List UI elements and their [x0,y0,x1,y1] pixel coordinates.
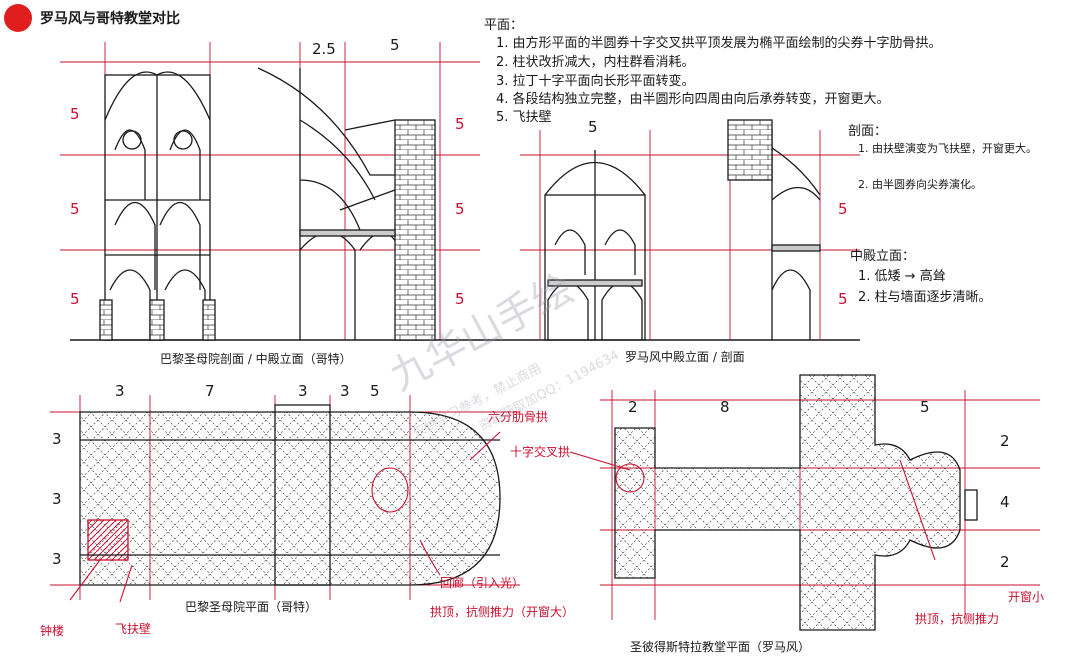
gothic-section [257,67,436,341]
dim-rp-2: 8 [720,398,730,416]
caption-romanesque-section: 罗马风中殿立面 / 剖面 [625,350,745,364]
annotation-bell-tower: 钟楼 [40,624,65,638]
dim-gp-2: 7 [205,382,215,400]
sheet-title: 罗马风与哥特教堂对比 [40,11,180,27]
gothic-plan [50,395,520,600]
caption-gothic-section: 巴黎圣母院剖面 / 中殿立面（哥特） [160,352,352,366]
plan-note-4: 4. 各段结构独立完整，由半圆形向四周由向后承券转变，开窗更大。 [496,92,890,107]
dim-g-h1: 5 [70,105,80,123]
annotation-cross-vault: 十字交叉拱 [510,445,571,459]
dim-r-top1: 5 [838,200,848,218]
dim-r-top2: 5 [838,290,848,308]
plan-note-2: 2. 柱状改折减大，内柱群看消耗。 [496,55,695,70]
plan-note-1: 1. 由方形平面的半圆券十字交叉拱平顶发展为椭平面绘制的尖券十字肋骨拱。 [496,36,942,51]
romanesque-section [727,119,821,340]
dim-gp-1: 3 [115,382,125,400]
annotation-roman-window: 开窗小 [1008,590,1045,604]
caption-gothic-plan: 巴黎圣母院平面（哥特） [185,600,318,614]
dim-rp-s2: 4 [1000,493,1010,511]
dim-g-h2: 5 [70,200,80,218]
elevation-note-1: 1. 低矮 → 高耸 [858,269,946,284]
elevation-notes-heading: 中殿立面： [850,249,916,264]
marker-dot [4,4,32,32]
dim-gp-3: 3 [298,382,308,400]
plan-notes-heading: 平面： [484,18,524,33]
romanesque-plan [600,374,1040,631]
romanesque-nave-elevation [520,130,860,341]
dim-g-top2: 5 [390,36,400,54]
annotation-marks [69,431,936,603]
dim-gp-s1: 3 [52,430,62,448]
dim-rp-s3: 2 [1000,553,1010,571]
dim-r-top3: 5 [588,118,598,136]
elevation-note-2: 2. 柱与墙面逐步清晰。 [858,290,992,305]
dim-gp-s2: 3 [52,490,62,508]
dim-r-h3: 5 [455,290,465,308]
caption-romanesque-plan: 圣彼得斯特拉教堂平面（罗马风） [630,640,811,654]
dim-g-h3: 5 [70,290,80,308]
annotation-ambulatory: 回廊（引入光） [440,576,525,590]
dim-g-top1: 2.5 [312,40,336,58]
section-note-2: 2. 由半圆券向尖券演化。 [858,178,982,191]
section-note-1: 1. 由扶壁演变为飞扶壁，开窗更大。 [858,142,1037,155]
plan-note-3: 3. 拉丁十字平面向长形平面转变。 [496,74,695,89]
dim-gp-5: 5 [370,382,380,400]
dim-rp-1: 2 [628,398,638,416]
dim-r-h2: 5 [455,200,465,218]
annotation-flying-buttress: 飞扶壁 [115,622,152,636]
plan-note-5: 5. 飞扶壁 [496,110,552,125]
annotation-cross-arch: 六分肋骨拱 [488,410,549,424]
annotation-roman-thrust: 拱顶，抗侧推力 [915,612,1000,626]
dim-gp-4: 3 [340,382,350,400]
dim-rp-3: 5 [920,398,930,416]
section-notes-heading: 剖面： [848,124,888,139]
annotation-gothic-thrust: 拱顶，抗侧推力（开窗大） [430,605,575,619]
dim-gp-s3: 3 [52,550,62,568]
dim-rp-s1: 2 [1000,432,1010,450]
dim-r-h1: 5 [455,115,465,133]
